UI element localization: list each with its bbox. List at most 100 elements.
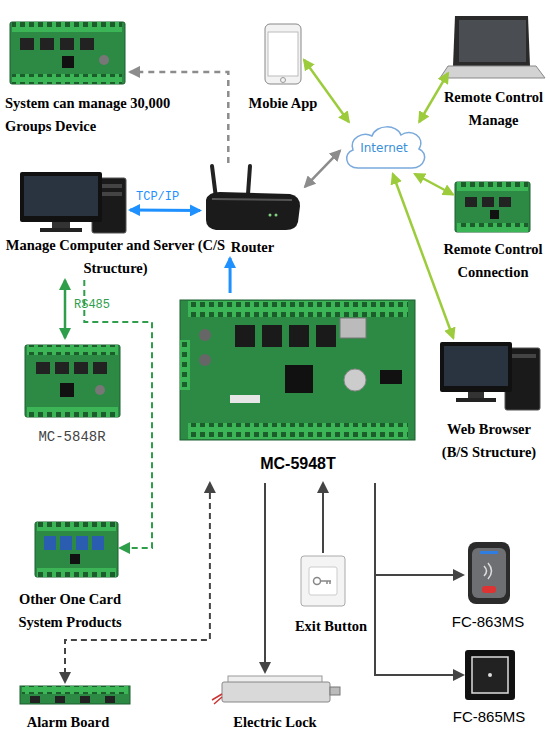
web-computer-illustration	[440, 342, 512, 392]
device-node: Alarm Board	[18, 682, 133, 707]
alarm-board-illustration	[55, 696, 65, 703]
controller-board-illustration	[10, 22, 125, 84]
main-controller-illustration	[199, 354, 211, 366]
electric-lock-illustration	[222, 682, 330, 702]
controller-board-illustration	[10, 22, 125, 84]
card-system-board-illustration	[60, 536, 72, 550]
controller-board-illustration	[20, 38, 34, 50]
laptop-illustration	[440, 66, 545, 78]
device-node: Remote Control Connection	[453, 178, 533, 233]
card-system-board-illustration	[35, 522, 118, 577]
alarm-board-illustration	[105, 696, 115, 703]
connection-board-illustration	[455, 182, 530, 232]
node-label: Alarm Board	[3, 711, 133, 734]
main-controller-illustration	[180, 300, 415, 440]
phone-illustration	[268, 32, 298, 76]
connection-board-illustration	[465, 197, 477, 207]
router-illustration	[212, 199, 292, 200]
connector-arrow	[130, 209, 200, 213]
device-node: Electric Lock	[215, 672, 335, 708]
node-label: MC-5848R	[22, 428, 122, 448]
electric-lock-illustration	[212, 676, 340, 704]
device-node: MC-5948T	[178, 293, 418, 483]
main-controller-illustration	[316, 325, 336, 347]
server-computer-illustration	[40, 228, 82, 232]
card-system-board-illustration	[44, 536, 56, 550]
connector-arrow	[65, 483, 210, 682]
main-controller-illustration	[262, 325, 282, 347]
node-label: System can manage 30,000 Groups Device	[5, 92, 205, 138]
connector-arrow	[130, 72, 228, 163]
connector-arrow	[304, 60, 349, 122]
device-node: Remote Control Manage	[448, 12, 538, 80]
main-controller-illustration	[285, 365, 313, 393]
phone-illustration	[265, 24, 301, 84]
card-system-board-illustration	[92, 536, 104, 550]
web-computer-illustration	[456, 398, 496, 402]
laptop-illustration	[453, 16, 530, 66]
electric-lock-illustration	[212, 694, 222, 704]
controller-board-illustration	[60, 38, 74, 50]
sub-controller-illustration	[93, 362, 107, 374]
card-reader-illustration	[468, 542, 510, 604]
laptop-illustration	[459, 20, 526, 62]
exit-button-illustration	[320, 581, 331, 584]
web-computer-illustration	[440, 342, 540, 410]
device-node: Router	[200, 163, 305, 258]
electric-lock-illustration	[330, 687, 340, 695]
card-system-board-illustration	[70, 554, 80, 564]
connector-arrow	[64, 280, 67, 338]
router-illustration	[206, 166, 300, 230]
device-node: FC-863MS	[463, 538, 513, 606]
connector-arrow	[415, 174, 453, 195]
web-computer-illustration	[444, 346, 508, 386]
controller-board-illustration	[99, 55, 109, 65]
exit-button-illustration	[301, 556, 345, 606]
server-computer-illustration	[52, 222, 70, 228]
main-controller-illustration	[340, 318, 366, 338]
main-controller-illustration	[180, 300, 415, 440]
sub-controller-illustration	[95, 385, 105, 395]
qr-reader-illustration	[465, 650, 515, 700]
connection-board-illustration	[457, 223, 528, 232]
router-illustration	[248, 166, 250, 194]
web-computer-illustration	[468, 392, 484, 398]
exit-button-illustration	[309, 567, 337, 595]
connector-arrow	[375, 483, 463, 675]
connection-board-illustration	[455, 182, 530, 232]
node-label: Remote Control Manage	[431, 86, 550, 132]
laptop-illustration	[440, 16, 545, 78]
sub-controller-illustration	[27, 407, 118, 417]
device-node: Manage Computer and Server (C/S Structur…	[3, 168, 130, 280]
sub-controller-illustration	[60, 383, 74, 397]
main-controller-illustration	[230, 395, 260, 403]
connection-board-illustration	[457, 182, 528, 191]
cloud-node: Internet	[340, 122, 428, 174]
server-computer-illustration	[20, 172, 102, 222]
sub-controller-illustration	[55, 362, 69, 374]
card-system-board-illustration	[35, 522, 118, 577]
exit-button-illustration	[314, 578, 321, 585]
alarm-board-illustration	[20, 686, 130, 704]
connector-arrow	[322, 483, 324, 553]
qr-reader-illustration	[488, 673, 492, 677]
server-computer-illustration	[24, 176, 98, 216]
node-label: Web Browser (B/S Structure)	[436, 418, 542, 464]
connector-arrow	[264, 483, 266, 672]
card-reader-illustration	[472, 548, 506, 598]
node-label: Other One Card System Products	[0, 588, 140, 634]
web-computer-illustration	[509, 354, 536, 358]
device-node: Other One Card System Products	[33, 518, 120, 578]
controller-board-illustration	[12, 22, 122, 32]
node-label: Router	[200, 236, 305, 259]
card-reader-illustration	[468, 542, 510, 604]
router-illustration	[206, 192, 300, 230]
connector-arrow	[375, 483, 463, 575]
connector-arrow	[229, 258, 232, 293]
alarm-board-illustration	[20, 686, 130, 704]
card-reader-illustration	[482, 586, 496, 593]
device-node: Web Browser (B/S Structure)	[438, 338, 540, 413]
